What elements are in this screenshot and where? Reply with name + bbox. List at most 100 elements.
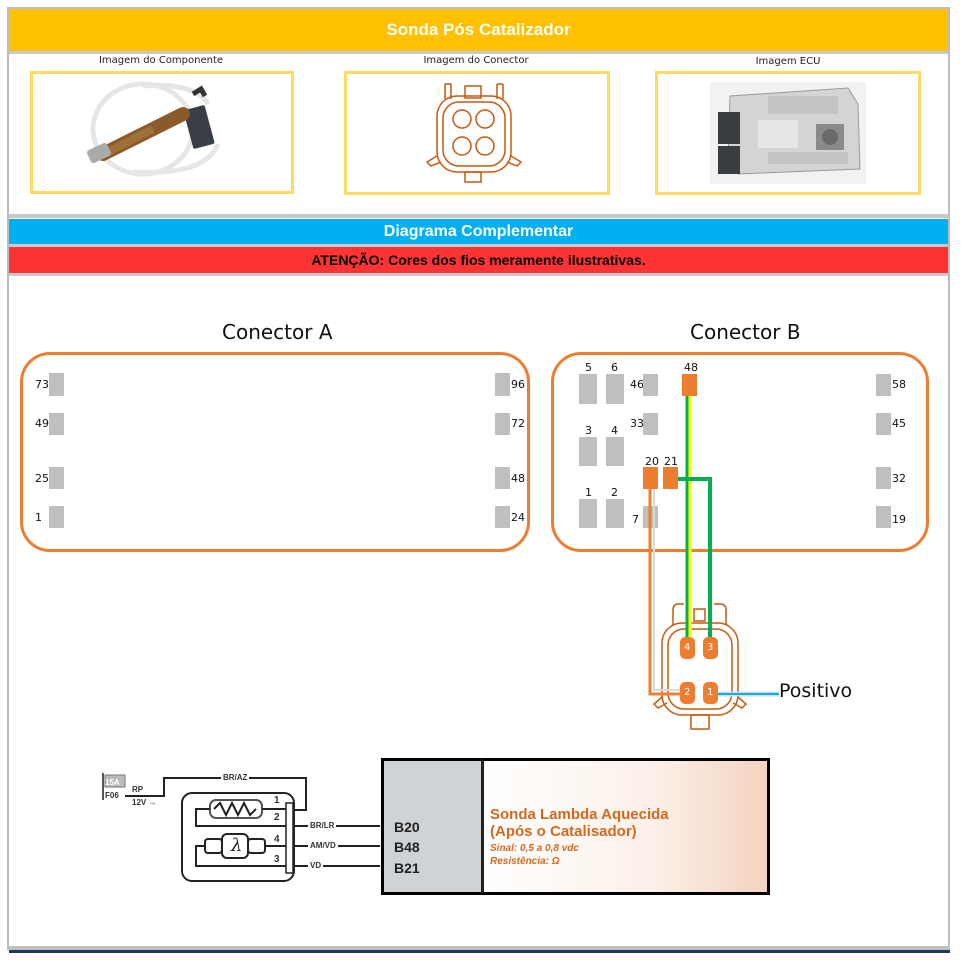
connector-b-pin-4 bbox=[606, 437, 624, 466]
wire-b20 bbox=[648, 489, 684, 696]
sensor-pin-4 bbox=[680, 637, 695, 659]
ecu-image bbox=[655, 71, 921, 195]
sensor-pin-2 bbox=[680, 682, 695, 704]
divider bbox=[9, 244, 948, 247]
connector-a-pin-1 bbox=[49, 506, 64, 528]
connector-a-pin-72 bbox=[495, 413, 510, 435]
sensor-pin-label: 1 bbox=[707, 687, 714, 698]
pin-label: 6 bbox=[611, 361, 618, 374]
oxygen-sensor-icon bbox=[87, 81, 221, 177]
pin-label: 73 bbox=[35, 378, 49, 391]
wire-b21 bbox=[678, 477, 712, 637]
connector-b-pin-48 bbox=[682, 374, 697, 396]
connector-b-pin-20 bbox=[643, 467, 658, 489]
connector-a-pin-48 bbox=[495, 467, 510, 489]
connector-b-pin-21 bbox=[663, 467, 678, 489]
section-title: Diagrama Complementar bbox=[9, 219, 948, 244]
pin-label: 33 bbox=[630, 417, 644, 430]
sensor-pins bbox=[680, 637, 718, 704]
component-title-line1: Sonda Lambda Aquecida bbox=[490, 806, 669, 823]
pin-label: 1 bbox=[585, 486, 592, 499]
lambda-icon: λ bbox=[230, 835, 242, 856]
wire-label-am-vd: AM/VD bbox=[308, 841, 338, 850]
sensor-pin-label: 2 bbox=[684, 687, 691, 698]
pin-label: 48 bbox=[684, 361, 698, 374]
connector-drawing-icon bbox=[425, 83, 523, 183]
connector-image bbox=[344, 71, 610, 195]
connector-a-pin-96 bbox=[495, 373, 510, 396]
ecu-pin-b21: B21 bbox=[394, 860, 420, 876]
component-title-line2: (Após o Catalisador) bbox=[490, 823, 637, 840]
positive-label: Positivo bbox=[779, 680, 853, 702]
sensor-pin-1-label: 1 bbox=[274, 795, 280, 806]
connector-b-pin-45 bbox=[876, 413, 891, 435]
pin-label: 24 bbox=[511, 511, 525, 524]
pin-label: 48 bbox=[511, 472, 525, 485]
pin-label: 2 bbox=[611, 486, 618, 499]
ecu-pin-panel: B20 B48 B21 bbox=[381, 758, 481, 895]
pin-label: 7 bbox=[632, 513, 639, 526]
connector-a-pin-73 bbox=[49, 373, 64, 396]
ecu-image-label: Imagem ECU bbox=[755, 56, 821, 67]
wire-label-br-lr: BR/LR bbox=[308, 821, 337, 830]
sensor-connector-outline bbox=[652, 603, 748, 730]
fuse-id: F06 bbox=[105, 791, 119, 800]
pin-label: 20 bbox=[645, 455, 659, 468]
component-image bbox=[30, 71, 294, 194]
warning-banner: ATENÇÃO: Cores dos fios meramente ilustr… bbox=[9, 247, 948, 273]
connector-b-pin-58 bbox=[876, 374, 891, 396]
sensor-pin-3-label: 3 bbox=[274, 854, 280, 865]
sensor-pin-2-label: 2 bbox=[274, 812, 280, 823]
pin-label: 4 bbox=[611, 424, 618, 437]
pin-label: 46 bbox=[630, 378, 644, 391]
supply-label: 12V → bbox=[132, 798, 157, 807]
resistance-spec: Resistência: Ω bbox=[490, 856, 560, 867]
connector-b-pin-3 bbox=[579, 437, 597, 466]
wire-top-label: BR/AZ bbox=[221, 773, 250, 782]
pin-label: 21 bbox=[664, 455, 678, 468]
connector-b bbox=[551, 352, 929, 552]
sensor-pin-label: 3 bbox=[707, 642, 714, 653]
pin-label: 96 bbox=[511, 378, 525, 391]
component-info-panel: Sonda Lambda Aquecida (Após o Catalisado… bbox=[481, 758, 770, 895]
pin-label: 1 bbox=[35, 511, 42, 524]
connector-a-pin-24 bbox=[495, 506, 510, 528]
connector-b-pin-6 bbox=[606, 374, 624, 404]
sensor-pin-3 bbox=[703, 637, 718, 659]
sensor-pin-4-label: 4 bbox=[274, 834, 280, 845]
component-image-label: Imagem do Componente bbox=[98, 55, 224, 66]
connector-image-label: Imagem do Conector bbox=[423, 55, 529, 66]
connector-b-pin-19 bbox=[876, 506, 891, 528]
connector-b-pin-1 bbox=[579, 499, 597, 528]
pin-label: 25 bbox=[35, 472, 49, 485]
connector-b-pin-2 bbox=[606, 499, 624, 528]
page-title: Sonda Pós Catalizador bbox=[9, 9, 948, 54]
pin-label: 49 bbox=[35, 417, 49, 430]
pin-label: 32 bbox=[892, 472, 906, 485]
footer-line bbox=[9, 950, 950, 953]
relay-label: RP bbox=[132, 785, 144, 794]
footer-divider bbox=[9, 946, 950, 950]
divider bbox=[9, 273, 948, 276]
ecu-icon bbox=[710, 82, 866, 184]
connector-b-pin-5 bbox=[579, 374, 597, 404]
connector-a-pin-49 bbox=[49, 413, 64, 435]
sensor-pin-1 bbox=[703, 682, 718, 704]
section-divider bbox=[9, 214, 948, 218]
sensor-pin-label: 4 bbox=[684, 642, 691, 653]
connector-b-title: Conector B bbox=[690, 320, 801, 344]
connector-b-pin-46 bbox=[643, 374, 658, 396]
connector-a bbox=[20, 352, 530, 552]
pin-label: 5 bbox=[585, 361, 592, 374]
component-title: Sonda Lambda Aquecida (Após o Catalisado… bbox=[490, 806, 669, 840]
signal-spec: Sinal: 0,5 a 0,8 vdc bbox=[490, 843, 579, 854]
ecu-pin-b48: B48 bbox=[394, 839, 420, 855]
pin-label: 45 bbox=[892, 417, 906, 430]
connector-b-pin-32 bbox=[876, 467, 891, 489]
pin-label: 58 bbox=[892, 378, 906, 391]
connector-b-pin-33 bbox=[643, 413, 658, 435]
fuse-rating: 15A bbox=[105, 778, 120, 787]
pin-label: 19 bbox=[892, 513, 906, 526]
connector-a-title: Conector A bbox=[222, 320, 333, 344]
